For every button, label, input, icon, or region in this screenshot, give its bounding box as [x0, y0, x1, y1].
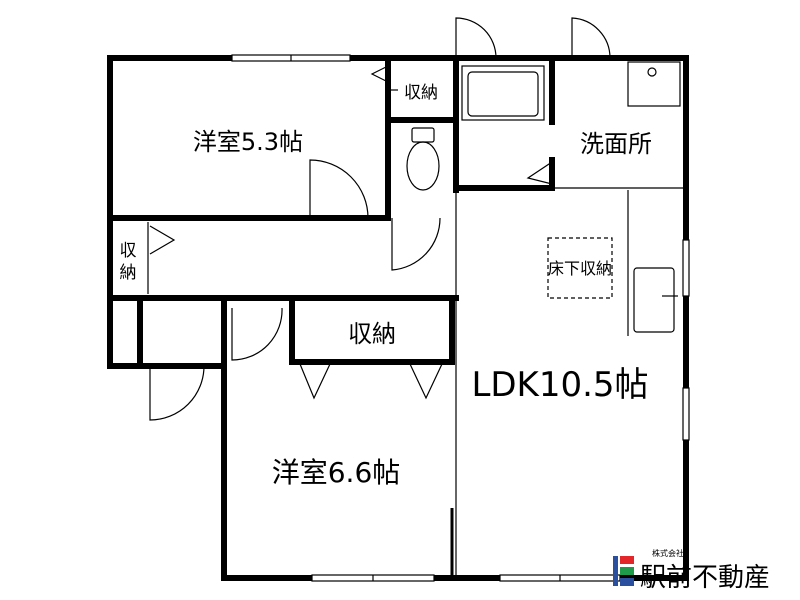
- label-underfloor-storage: 床下収納: [548, 259, 612, 278]
- logo-company-name: 駅前不動産: [640, 563, 770, 593]
- company-logo: 株式会社 駅前不動産: [613, 548, 770, 593]
- logo-small-text: 株式会社: [652, 548, 684, 558]
- label-storage-upper: 収納: [404, 83, 438, 103]
- logo-bar-green: [620, 567, 634, 575]
- thin-lines: [147, 17, 690, 582]
- label-western-room-lower: 洋室6.6帖: [272, 456, 401, 489]
- label-western-room-upper: 洋室5.3帖: [193, 128, 303, 156]
- label-storage-hall-bottom: 納: [120, 263, 137, 283]
- logo-bar-blue-2: [620, 578, 634, 586]
- label-storage-hall-top: 収: [120, 241, 137, 261]
- label-storage-lower: 収納: [348, 320, 396, 348]
- label-ldk: LDK10.5帖: [471, 365, 648, 405]
- logo-bar-red: [620, 556, 634, 564]
- label-washroom: 洗面所: [580, 130, 652, 158]
- logo-bar-blue: [613, 556, 618, 586]
- walls: [107, 55, 689, 581]
